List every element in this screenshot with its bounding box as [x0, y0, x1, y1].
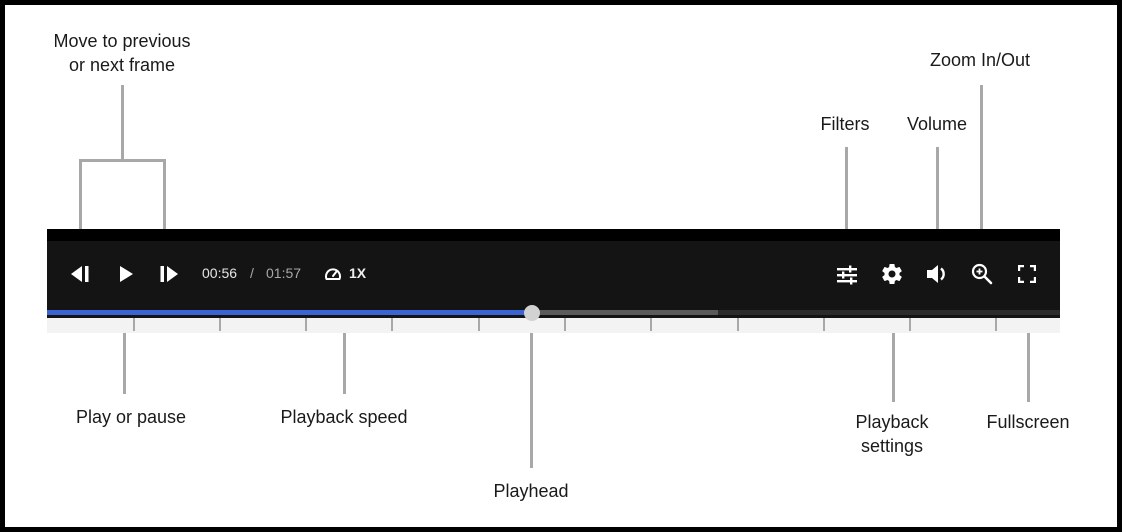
- callout-line-volume: [936, 147, 939, 253]
- ruler-tick: [478, 318, 480, 331]
- fullscreen-button[interactable]: [1016, 263, 1038, 285]
- prev-frame-button[interactable]: [67, 263, 93, 285]
- zoom-in-icon: [971, 263, 993, 285]
- label-volume: Volume: [906, 114, 968, 134]
- callout-line-filters: [845, 147, 848, 253]
- label-playback-settings-line2: settings: [860, 436, 924, 456]
- total-time: 01:57: [266, 265, 302, 281]
- ruler-tick: [909, 318, 911, 331]
- ruler-tick: [823, 318, 825, 331]
- gear-icon: [882, 264, 902, 284]
- step-backward-icon: [71, 266, 89, 282]
- sliders-icon: [837, 265, 857, 285]
- label-playback-settings-line1: Playback: [855, 412, 929, 432]
- callout-line-prev-frame: [79, 159, 82, 250]
- callout-line-next-frame: [163, 159, 166, 250]
- play-pause-button[interactable]: [115, 263, 137, 285]
- video-player-controls: [47, 241, 1060, 318]
- callout-bracket-frame-step: [79, 159, 166, 162]
- playback-speed-button[interactable]: [323, 264, 343, 284]
- callout-line-playhead: [530, 318, 533, 468]
- ruler-tick: [564, 318, 566, 331]
- ruler-tick: [391, 318, 393, 331]
- time-separator: /: [250, 265, 254, 281]
- player-top-edge: [47, 229, 1060, 241]
- fullscreen-icon: [1018, 265, 1036, 283]
- current-time: 00:56: [202, 265, 238, 281]
- ruler-tick: [219, 318, 221, 331]
- label-fullscreen: Fullscreen: [986, 412, 1070, 432]
- play-icon: [120, 266, 133, 282]
- label-filters: Filters: [820, 114, 870, 134]
- playhead-handle[interactable]: [524, 305, 540, 321]
- callout-line-speed: [343, 290, 346, 394]
- callout-line-play: [123, 288, 126, 394]
- ruler-tick: [305, 318, 307, 331]
- callout-line-frame-step: [121, 85, 124, 160]
- callout-line-settings: [892, 290, 895, 402]
- zoom-button[interactable]: [969, 261, 995, 287]
- label-frame-step: Move to previous or next frame: [53, 29, 190, 77]
- played-bar: [47, 310, 532, 315]
- playback-speed-value[interactable]: 1X: [349, 265, 367, 281]
- speedometer-icon: [325, 268, 341, 280]
- callout-line-fullscreen: [1027, 290, 1030, 402]
- label-zoom: Zoom In/Out: [929, 50, 1031, 70]
- callout-line-zoom: [980, 85, 983, 253]
- label-frame-step-line2: or next frame: [68, 55, 176, 75]
- ruler-tick: [133, 318, 135, 331]
- label-frame-step-line1: Move to previous: [53, 31, 191, 51]
- filters-button[interactable]: [834, 263, 860, 287]
- volume-button[interactable]: [924, 262, 950, 286]
- volume-icon: [927, 265, 945, 283]
- ruler-tick: [995, 318, 997, 331]
- ruler-tick: [650, 318, 652, 331]
- next-frame-button[interactable]: [156, 263, 182, 285]
- ruler-tick: [737, 318, 739, 331]
- label-playback-speed: Playback speed: [280, 407, 408, 427]
- timeline-ruler: [47, 318, 1060, 333]
- label-playhead: Playhead: [493, 481, 569, 501]
- playback-settings-button[interactable]: [879, 261, 905, 287]
- step-forward-icon: [160, 266, 178, 282]
- label-play-pause: Play or pause: [75, 407, 187, 427]
- label-playback-settings: Playback settings: [855, 410, 928, 458]
